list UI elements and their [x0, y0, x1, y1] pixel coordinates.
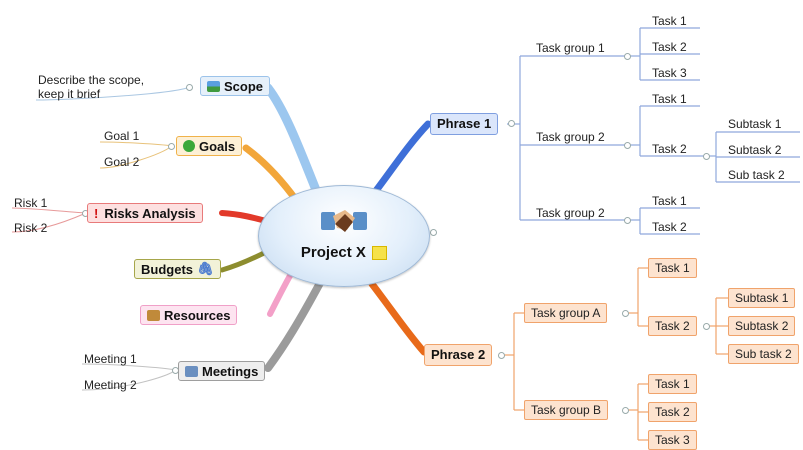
paperclip-icon: 🖇 [197, 261, 214, 276]
risk-1-label: Risk 1 [14, 196, 48, 210]
goal-2-label: Goal 2 [104, 155, 140, 169]
central-topic[interactable]: Project X [258, 185, 430, 287]
collapse-knob[interactable] [508, 120, 515, 127]
collapse-knob[interactable] [622, 407, 629, 414]
central-title: Project X [300, 244, 366, 261]
p2-ga-task-1[interactable]: Task 1 [648, 258, 697, 278]
resources-node[interactable]: Resources [140, 305, 238, 325]
budgets-node[interactable]: Budgets 🖇 [134, 259, 221, 279]
branch-meetings [264, 279, 324, 372]
risk-2-label: Risk 2 [14, 221, 48, 235]
p1-sub-task-2[interactable]: Sub task 2 [728, 168, 785, 182]
phase-1-node[interactable]: Phrase 1 [430, 113, 499, 135]
p2-task-group-a[interactable]: Task group A [524, 303, 608, 323]
branch-budgets [219, 249, 269, 273]
collapse-knob[interactable] [624, 217, 631, 224]
budgets-label: Budgets [141, 261, 193, 277]
p1-task-group-3[interactable]: Task group 2 [536, 206, 605, 220]
branch-goals [242, 144, 300, 204]
meetings-label: Meetings [202, 363, 259, 379]
p2-gb-task-1[interactable]: Task 1 [648, 374, 697, 394]
p1-g1-task-1[interactable]: Task 1 [652, 14, 687, 28]
branch-resources [267, 269, 295, 317]
p1-g3-task-1[interactable]: Task 1 [652, 194, 687, 208]
check-circle-icon [183, 140, 195, 152]
p1-g1-task-2[interactable]: Task 2 [652, 40, 687, 54]
goals-node[interactable]: Goals [176, 136, 243, 156]
branch-scope [263, 83, 323, 200]
branch-phase1 [368, 120, 432, 200]
p1-g1-task-3[interactable]: Task 3 [652, 66, 687, 80]
collapse-knob[interactable] [703, 153, 710, 160]
collapse-knob[interactable] [703, 323, 710, 330]
collapse-knob[interactable] [430, 229, 437, 236]
scope-node[interactable]: Scope [200, 76, 271, 96]
p2-gb-task-3[interactable]: Task 3 [648, 430, 697, 450]
scope-label: Scope [224, 78, 264, 94]
p2-task-group-b[interactable]: Task group B [524, 400, 609, 420]
goal-1-label: Goal 1 [104, 129, 140, 143]
p1-task-group-2[interactable]: Task group 2 [536, 130, 605, 144]
exclamation-icon: ! [94, 205, 99, 221]
meetings-node[interactable]: Meetings [178, 361, 266, 381]
p2-gb-task-2[interactable]: Task 2 [648, 402, 697, 422]
goals-label: Goals [199, 138, 236, 154]
risks-label: Risks Analysis [104, 205, 196, 221]
collapse-knob[interactable] [168, 143, 175, 150]
phase-2-node[interactable]: Phrase 2 [424, 344, 493, 366]
people-icon [185, 365, 198, 377]
branch-phase2 [368, 280, 428, 356]
p2-subtask-1[interactable]: Subtask 1 [728, 288, 796, 308]
risks-analysis-node[interactable]: ! Risks Analysis [87, 203, 203, 223]
tools-icon [147, 309, 160, 321]
p1-g3-task-2[interactable]: Task 2 [652, 220, 687, 234]
scope-note-line2: keep it brief [38, 87, 101, 101]
meeting-2-label: Meeting 2 [84, 378, 137, 392]
p1-subtask-2[interactable]: Subtask 2 [728, 143, 782, 157]
collapse-knob[interactable] [622, 310, 629, 317]
p1-subtask-1[interactable]: Subtask 1 [728, 117, 782, 131]
meeting-1-label: Meeting 1 [84, 352, 137, 366]
p2-sub-task-2[interactable]: Sub task 2 [728, 344, 799, 364]
scope-note-line1: Describe the scope, [38, 73, 145, 87]
handshake-icon [321, 204, 367, 240]
collapse-knob[interactable] [186, 84, 193, 91]
p2-ga-task-2[interactable]: Task 2 [648, 316, 697, 336]
sticky-note-icon[interactable] [372, 246, 388, 261]
p1-task-group-1[interactable]: Task group 1 [536, 41, 605, 55]
p1-g2-task-1[interactable]: Task 1 [652, 92, 687, 106]
resources-label: Resources [164, 307, 231, 323]
p2-subtask-2[interactable]: Subtask 2 [728, 316, 796, 336]
collapse-knob[interactable] [624, 53, 631, 60]
collapse-knob[interactable] [624, 142, 631, 149]
collapse-knob[interactable] [498, 352, 505, 359]
p1-g2-task-2[interactable]: Task 2 [652, 142, 687, 156]
picture-icon [207, 80, 220, 92]
